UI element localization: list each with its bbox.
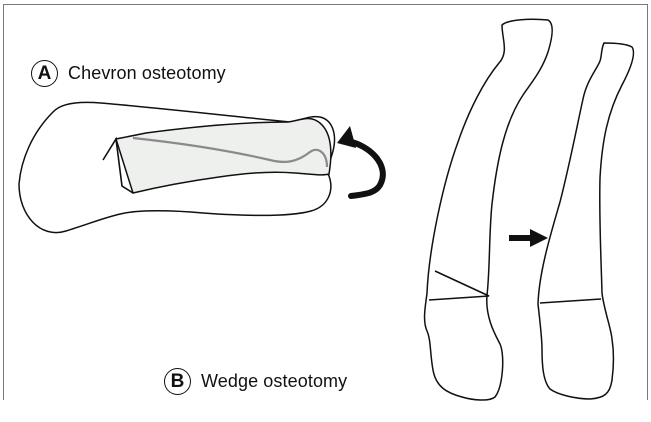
right-arrow-icon [509,229,548,247]
panel-b-bone-left [425,19,553,400]
panel-b-bone-right [538,43,634,399]
curved-rotation-arrow-icon [337,126,383,196]
